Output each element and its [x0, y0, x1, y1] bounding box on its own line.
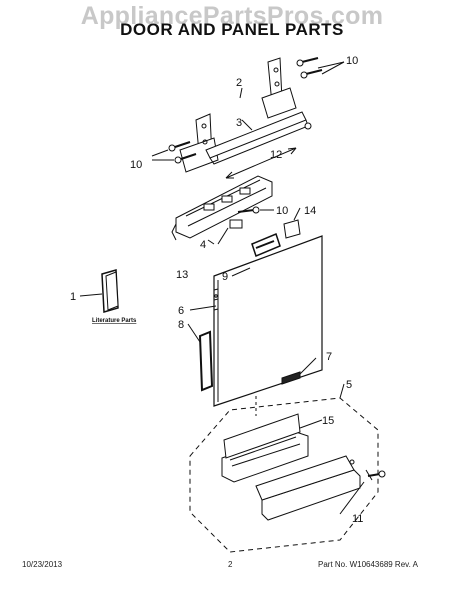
callout-15: 15: [322, 415, 334, 427]
page-title: DOOR AND PANEL PARTS: [120, 20, 344, 39]
callout-2: 2: [236, 77, 242, 89]
footer-page-number: 2: [228, 560, 233, 569]
callout-10-mid: 10: [276, 205, 288, 217]
door-panel: [213, 235, 323, 407]
screw-pair-left: [168, 141, 197, 164]
screw-11: [365, 469, 386, 481]
callout-3: 3: [236, 117, 242, 129]
literature-parts-label: Literature Parts: [92, 318, 137, 324]
door-seal: [198, 330, 214, 392]
toe-panel-rear: [221, 413, 309, 483]
callout-12: 12: [270, 149, 282, 161]
literature-booklet: [101, 269, 119, 313]
callout-4: 4: [200, 239, 206, 251]
screw-pair-top: [296, 57, 323, 79]
footer-part-number: Part No. W10643689 Rev. A: [318, 560, 418, 569]
callout-11: 11: [352, 513, 363, 525]
callout-5: 5: [346, 379, 352, 391]
callout-1: 1: [70, 291, 76, 303]
toe-kick-kit-box: [189, 397, 379, 553]
screw-mid: [237, 206, 260, 214]
callout-7: 7: [326, 351, 332, 363]
callout-10-top: 10: [346, 55, 358, 67]
callout-10-left: 10: [130, 159, 142, 171]
control-console: [171, 175, 273, 241]
footer-date: 10/23/2013: [22, 560, 63, 569]
hinge-bracket-right: [261, 57, 297, 119]
callout-14: 14: [304, 205, 316, 217]
small-clip: [217, 219, 243, 245]
callout-9: 9: [222, 271, 228, 283]
leader-lines: [79, 61, 365, 515]
callout-6: 6: [178, 305, 184, 317]
vent-strip: [281, 371, 301, 385]
dimension-arrow: [225, 147, 297, 179]
watermark: AppliancePartsPros.com: [80, 2, 384, 30]
door-handle: [251, 232, 281, 258]
toe-panel-front: [255, 455, 361, 521]
callout-8: 8: [178, 319, 184, 331]
door-rail: [205, 111, 312, 165]
label-plate: [283, 219, 301, 239]
callout-13: 13: [176, 269, 188, 281]
